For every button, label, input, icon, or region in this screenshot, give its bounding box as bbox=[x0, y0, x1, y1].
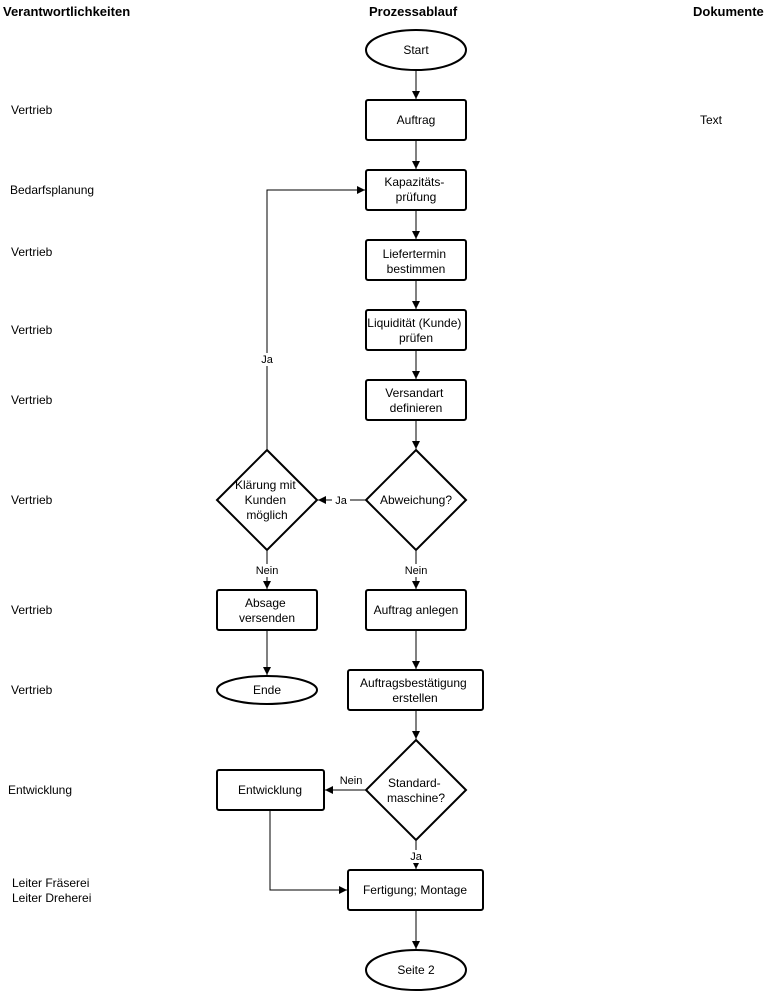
standardmaschine-label-line-1: Standard- bbox=[388, 776, 441, 790]
seite2-label: Seite 2 bbox=[397, 963, 435, 977]
responsibility-auftrag-anlegen: Vertrieb bbox=[11, 603, 53, 617]
edge-label-abweichung-nein: Nein bbox=[405, 565, 428, 577]
responsibility-auftrag: Vertrieb bbox=[11, 103, 53, 117]
fertigung-label-line: Fertigung; Montage bbox=[363, 883, 467, 897]
versandart-label-line-2: definieren bbox=[390, 401, 443, 415]
responsibility-kapazitaet: Bedarfsplanung bbox=[10, 183, 95, 197]
entwicklung-label: Entwicklung bbox=[238, 783, 302, 797]
abweichung-label: Abweichung? bbox=[380, 493, 452, 507]
abweichung-label-line: Abweichung? bbox=[380, 493, 452, 507]
kapazitaet-label: Kapazitäts- prüfung bbox=[384, 175, 447, 204]
ende-label: Ende bbox=[253, 683, 281, 697]
klaerung-label-line-1: Klärung mit bbox=[235, 478, 296, 492]
responsibility-auftragsbestaetigung: Vertrieb bbox=[11, 683, 53, 697]
liefertermin-label: Liefertermin bestimmen bbox=[383, 247, 450, 276]
kapazitaet-label-line-2: prüfung bbox=[396, 190, 437, 204]
standardmaschine-label: Standard- maschine? bbox=[387, 776, 445, 805]
edge-label-standard-ja: Ja bbox=[410, 851, 423, 863]
klaerung-label-line-2: Kunden bbox=[245, 493, 286, 507]
liquiditaet-label-line-2: prüfen bbox=[399, 331, 433, 345]
auftrag-anlegen-label-line: Auftrag anlegen bbox=[374, 603, 459, 617]
entwicklung-node bbox=[216, 769, 325, 811]
absage-label-line-1: Absage bbox=[245, 596, 286, 610]
fertigung-label: Fertigung; Montage bbox=[363, 883, 467, 897]
auftragsbestaetigung-label-line-2: erstellen bbox=[392, 691, 437, 705]
entwicklung-label-line: Entwicklung bbox=[238, 783, 302, 797]
responsibility-abweichung: Vertrieb bbox=[11, 493, 53, 507]
liquiditaet-label-line-1: Liquidität (Kunde) bbox=[367, 316, 461, 330]
liefertermin-label-line-1: Liefertermin bbox=[383, 247, 446, 261]
auftrag-label: Auftrag bbox=[397, 113, 436, 127]
liquiditaet-label: Liquidität (Kunde) prüfen bbox=[367, 316, 464, 345]
klaerung-label-line-3: möglich bbox=[246, 508, 287, 522]
liefertermin-label-line-2: bestimmen bbox=[387, 262, 446, 276]
auftrag-anlegen-label: Auftrag anlegen bbox=[374, 603, 459, 617]
klaerung-label: Klärung mit Kunden möglich bbox=[235, 478, 299, 522]
edge-label-abweichung-ja: Ja bbox=[335, 495, 348, 507]
ende-node bbox=[216, 675, 318, 705]
versandart-label-line-1: Versandart bbox=[385, 386, 444, 400]
auftragsbestaetigung-node bbox=[347, 669, 484, 711]
header-process: Prozessablauf bbox=[369, 4, 458, 19]
auftragsbestaetigung-label-line-1: Auftragsbestätigung bbox=[360, 676, 467, 690]
kapazitaet-label-line-1: Kapazitäts- bbox=[384, 175, 444, 189]
versandart-node bbox=[365, 379, 467, 421]
absage-node bbox=[216, 589, 318, 631]
header-documents: Dokumente bbox=[693, 4, 764, 19]
standardmaschine-label-line-2: maschine? bbox=[387, 791, 445, 805]
auftrag-label-line: Auftrag bbox=[397, 113, 436, 127]
seite2-node bbox=[365, 949, 467, 991]
document-text: Text bbox=[700, 113, 723, 127]
edge-label-klaerung-nein: Nein bbox=[256, 565, 279, 577]
liefertermin-node bbox=[365, 239, 467, 281]
auftrag-anlegen-node bbox=[365, 589, 467, 631]
absage-label: Absage versenden bbox=[239, 596, 295, 625]
edge-label-standard-nein: Nein bbox=[340, 775, 363, 787]
responsibility-entwicklung: Entwicklung bbox=[8, 783, 73, 797]
auftragsbestaetigung-label: Auftragsbestätigung erstellen bbox=[360, 676, 470, 705]
header-responsibilities: Verantwortlichkeiten bbox=[3, 4, 131, 19]
klaerung-decision bbox=[215, 448, 319, 552]
abweichung-decision bbox=[364, 448, 468, 552]
responsibility-liefertermin: Vertrieb bbox=[11, 245, 53, 259]
auftrag-node bbox=[365, 99, 467, 141]
start-node bbox=[365, 29, 467, 71]
edge-entwicklung-fertigung bbox=[269, 810, 347, 894]
fertigung-node bbox=[347, 869, 484, 911]
versandart-label: Versandart definieren bbox=[385, 386, 446, 415]
standardmaschine-decision bbox=[364, 738, 468, 842]
responsibility-versandart: Vertrieb bbox=[11, 393, 53, 407]
responsibility-liquiditaet: Vertrieb bbox=[11, 323, 53, 337]
edge-klaerung-kapazitaet bbox=[266, 186, 365, 450]
edge-label-klaerung-ja: Ja bbox=[261, 354, 274, 366]
start-label: Start bbox=[403, 43, 429, 57]
kapazitaet-node bbox=[365, 169, 467, 211]
absage-label-line-2: versenden bbox=[239, 611, 295, 625]
responsibility-fertigung: Leiter Fräserei Leiter Dreherei bbox=[12, 876, 92, 905]
liquiditaet-node bbox=[365, 309, 467, 351]
